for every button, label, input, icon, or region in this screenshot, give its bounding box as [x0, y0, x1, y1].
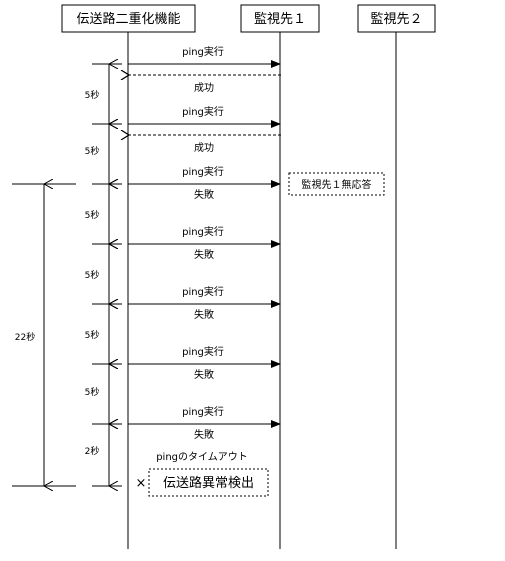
- message-4: ping実行 失敗: [128, 225, 281, 261]
- reply-label: 失敗: [194, 428, 214, 441]
- message-label: ping実行: [182, 45, 224, 58]
- reply-label: 成功: [194, 142, 214, 154]
- svg-text:伝送路異常検出: 伝送路異常検出: [163, 475, 254, 491]
- participant-label: 伝送路二重化機能: [76, 11, 180, 27]
- message-2: ping実行 成功: [128, 105, 281, 154]
- interval-label: 5秒: [85, 89, 100, 101]
- no-response-note: 監視先１無応答: [288, 172, 385, 196]
- interval-label: 5秒: [85, 386, 100, 398]
- svg-text:監視先１無応答: 監視先１無応答: [302, 178, 372, 191]
- participant-label: 監視先１: [254, 11, 306, 27]
- reply-label: 失敗: [194, 308, 214, 321]
- message-label: ping実行: [182, 105, 224, 118]
- message-6: ping実行 失敗: [128, 345, 281, 381]
- reply-label: 成功: [194, 82, 214, 94]
- message-5: ping実行 失敗: [128, 285, 281, 321]
- interval-label: 2秒: [85, 445, 100, 457]
- interval-label: 5秒: [85, 269, 100, 281]
- message-label: ping実行: [182, 285, 224, 298]
- participant-header-transmission-redundancy: 伝送路二重化機能: [61, 4, 196, 33]
- total-interval-label: 22秒: [15, 331, 35, 343]
- participant-label: 監視先２: [370, 11, 422, 27]
- interval-label: 5秒: [85, 209, 100, 221]
- timeout-label: pingのタイムアウト: [156, 451, 248, 463]
- participant-header-monitor-target-1: 監視先１: [240, 4, 320, 33]
- reply-label: 失敗: [194, 188, 214, 201]
- message-label: ping実行: [182, 345, 224, 358]
- reply-label: 失敗: [194, 368, 214, 381]
- message-label: ping実行: [182, 225, 224, 238]
- message-label: ping実行: [182, 405, 224, 418]
- detection-note: 伝送路異常検出: [148, 468, 269, 497]
- participant-header-monitor-target-2: 監視先２: [357, 4, 436, 33]
- message-3: ping実行 失敗: [128, 165, 281, 201]
- interval-label: 5秒: [85, 329, 100, 341]
- reply-label: 失敗: [194, 248, 214, 261]
- total-interval-dimension: [12, 184, 76, 486]
- interval-label: 5秒: [85, 145, 100, 157]
- failure-cross-mark: ×: [136, 476, 147, 491]
- message-1: ping実行 成功: [128, 45, 281, 94]
- message-label: ping実行: [182, 165, 224, 178]
- message-7: ping実行 失敗: [128, 405, 281, 441]
